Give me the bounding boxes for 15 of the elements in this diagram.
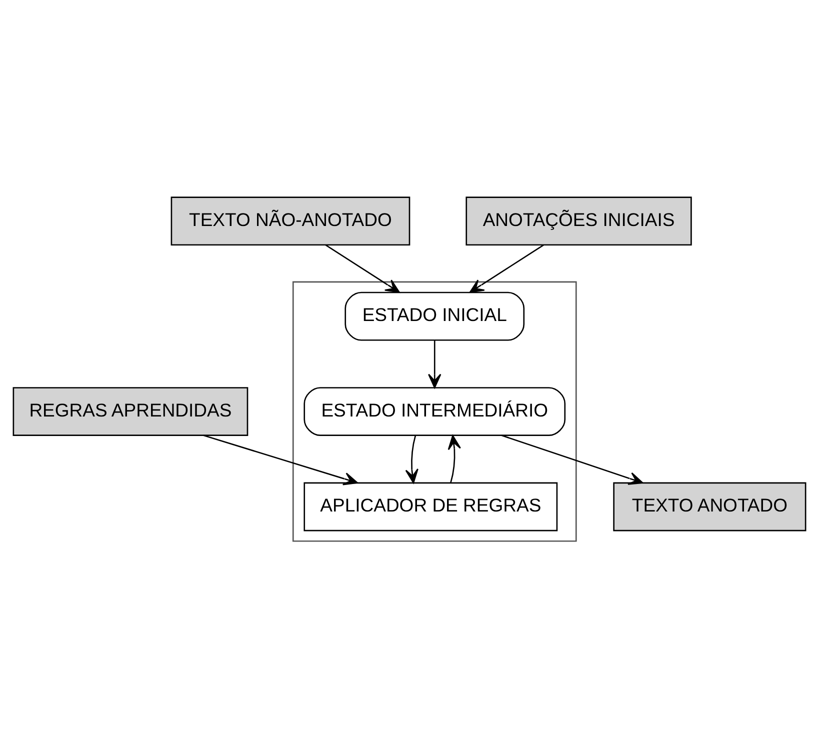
arrow <box>203 434 358 486</box>
node-box: TEXTO ANOTADO <box>613 482 806 532</box>
node-box: TEXTO NÃO-ANOTADO <box>170 196 410 246</box>
arrow <box>405 436 418 484</box>
arrow <box>501 434 644 485</box>
node-box: ESTADO INICIAL <box>344 292 525 341</box>
arrow <box>448 435 461 483</box>
arrow <box>469 244 544 293</box>
node-box: APLICADOR DE REGRAS <box>304 482 558 532</box>
node-box: REGRAS APRENDIDAS <box>12 387 248 436</box>
node-box: ANOTAÇÕES INICIAIS <box>466 196 692 246</box>
node-box: ESTADO INTERMEDIÁRIO <box>304 387 566 436</box>
arrow <box>428 340 442 388</box>
arrow <box>325 244 400 293</box>
cluster <box>292 281 577 542</box>
